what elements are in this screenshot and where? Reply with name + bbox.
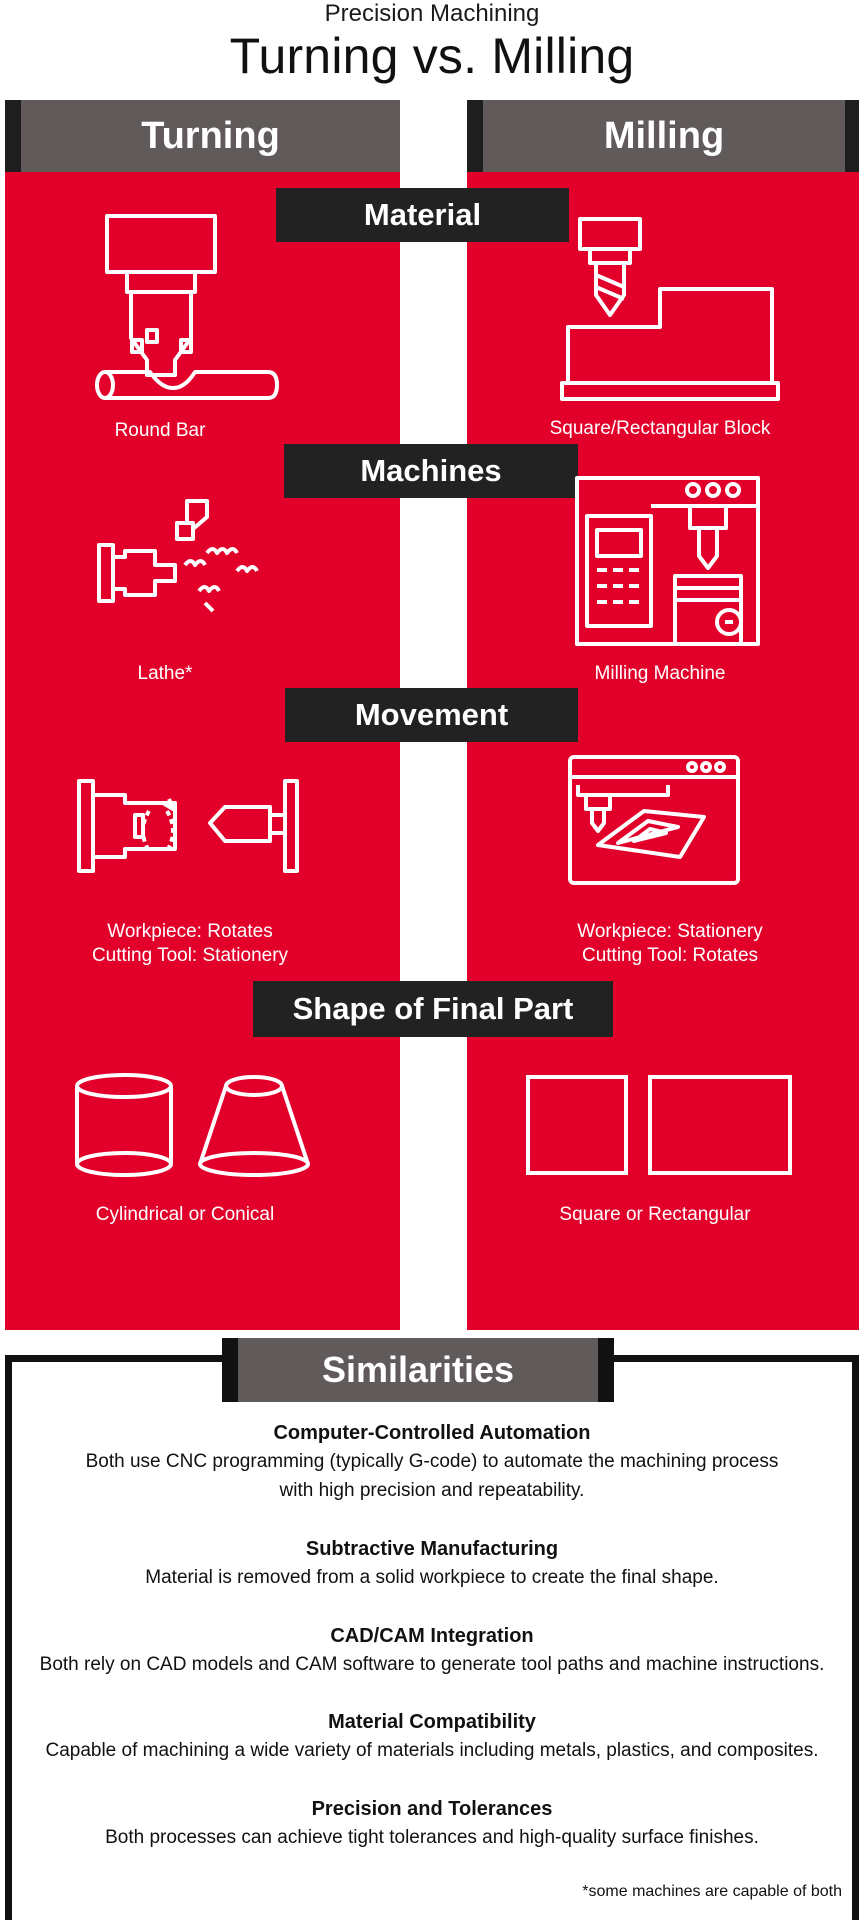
category-shape: Shape of Final Part bbox=[253, 981, 613, 1037]
similarity-title: Computer-Controlled Automation bbox=[273, 1422, 591, 1444]
milling-material-label: Square/Rectangular Block bbox=[549, 418, 771, 439]
footnote: *some machines are capable of both bbox=[582, 1883, 842, 1900]
similarity-text: with high precision and repeatability. bbox=[279, 1480, 585, 1501]
similarity-item: Subtractive Manufacturing Material is re… bbox=[12, 1535, 852, 1592]
lathe-tool-round-bar-icon bbox=[95, 210, 285, 410]
lathe-icon bbox=[95, 495, 265, 635]
similarity-text: Both processes can achieve tight toleran… bbox=[105, 1827, 759, 1848]
similarity-title: Subtractive Manufacturing bbox=[305, 1538, 559, 1560]
category-movement: Movement bbox=[285, 688, 578, 742]
similarity-title: Precision and Tolerances bbox=[311, 1798, 553, 1820]
mill-block-icon bbox=[560, 215, 780, 405]
milling-movement-line2: Cutting Tool: Rotates bbox=[581, 945, 759, 966]
similarity-text: Both rely on CAD models and CAM software… bbox=[39, 1654, 825, 1675]
turning-machine-label: Lathe* bbox=[137, 663, 193, 684]
similarity-title: Material Compatibility bbox=[328, 1711, 536, 1733]
cylinder-icon bbox=[73, 1072, 175, 1178]
cone-icon bbox=[196, 1072, 313, 1178]
similarities-header: Similarities bbox=[222, 1338, 614, 1402]
turning-shape-label: Cylindrical or Conical bbox=[95, 1204, 275, 1225]
milling-column-header: Milling bbox=[467, 100, 859, 172]
similarity-item: Precision and Tolerances Both processes … bbox=[12, 1795, 852, 1852]
similarity-text: Capable of machining a wide variety of m… bbox=[45, 1740, 819, 1761]
page-kicker: Precision Machining bbox=[324, 0, 540, 27]
similarity-text: Both use CNC programming (typically G-co… bbox=[85, 1451, 779, 1472]
similarity-item: Computer-Controlled Automation Both use … bbox=[12, 1419, 852, 1505]
category-material: Material bbox=[276, 188, 569, 242]
similarity-item: Material Compatibility Capable of machin… bbox=[12, 1708, 852, 1765]
similarities-box bbox=[5, 1355, 859, 1920]
turning-column-header: Turning bbox=[5, 100, 400, 172]
similarity-text: Material is removed from a solid workpie… bbox=[145, 1567, 719, 1588]
milling-machine-label: Milling Machine bbox=[594, 663, 726, 684]
mill-screen-icon bbox=[568, 755, 740, 885]
page-title: Turning vs. Milling bbox=[229, 28, 635, 84]
turning-material-label: Round Bar bbox=[114, 420, 206, 441]
rotating-workpiece-icon bbox=[75, 775, 300, 875]
milling-machine-icon bbox=[575, 476, 760, 646]
similarity-item: CAD/CAM Integration Both rely on CAD mod… bbox=[12, 1622, 852, 1679]
category-machines: Machines bbox=[284, 444, 578, 498]
similarity-title: CAD/CAM Integration bbox=[330, 1625, 534, 1647]
square-icon bbox=[525, 1074, 629, 1176]
rectangle-icon bbox=[647, 1074, 793, 1176]
milling-movement-line1: Workpiece: Stationery bbox=[577, 921, 763, 942]
turning-movement-line1: Workpiece: Rotates bbox=[107, 921, 273, 942]
milling-shape-label: Square or Rectangular bbox=[559, 1204, 751, 1225]
turning-movement-line2: Cutting Tool: Stationery bbox=[91, 945, 289, 966]
